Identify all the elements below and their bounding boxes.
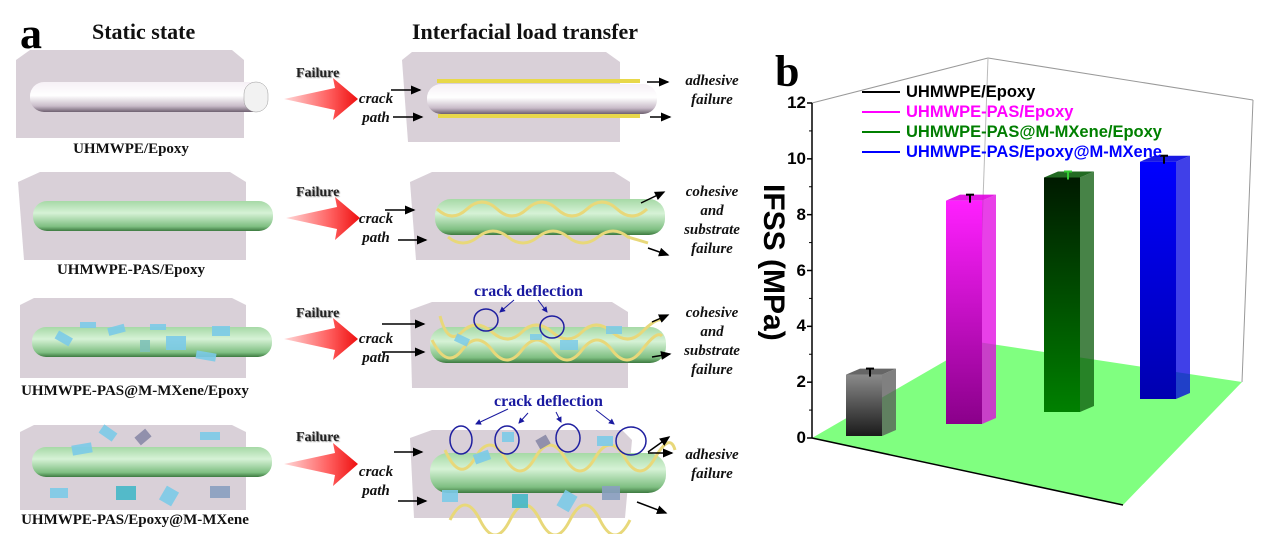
y-axis-label: IFSS (MPa) bbox=[757, 184, 790, 341]
row-1-caption: UHMWPE/Epoxy bbox=[73, 141, 189, 157]
y-tick-label: 4 bbox=[796, 316, 806, 336]
row-4-failure-arrow-icon bbox=[284, 443, 358, 486]
row-4-failure-label: Failure bbox=[296, 430, 340, 445]
bar-side-face bbox=[982, 194, 996, 424]
row-4-crack-deflection-label: crack deflection bbox=[494, 393, 603, 410]
legend-label: UHMWPE/Epoxy bbox=[906, 83, 1036, 101]
legend-label: UHMWPE-PAS/Epoxy@M-MXene bbox=[906, 143, 1162, 161]
row-3-caption: UHMWPE-PAS@M-MXene/Epoxy bbox=[21, 383, 249, 399]
legend-swatch bbox=[862, 111, 900, 113]
x-axis-front-edge bbox=[811, 437, 1124, 506]
y-tick-label: 2 bbox=[796, 372, 806, 392]
y-tick-label: 10 bbox=[787, 148, 806, 168]
bar-3 bbox=[1044, 170, 1094, 412]
legend-entry: UHMWPE-PAS/Epoxy bbox=[862, 102, 1162, 122]
row-2-failure-label: Failure bbox=[296, 185, 340, 200]
row-3-failure-label: Failure bbox=[296, 306, 340, 321]
legend-entry: UHMWPE-PAS/Epoxy@M-MXene bbox=[862, 142, 1162, 162]
row-3-crack-deflection-label: crack deflection bbox=[474, 283, 583, 300]
bar-front-face bbox=[1044, 177, 1080, 412]
mxene-sheets bbox=[54, 322, 230, 362]
legend-entry: UHMWPE/Epoxy bbox=[862, 82, 1162, 102]
row-3-static-illustration bbox=[20, 298, 272, 378]
row-4-static-illustration bbox=[20, 424, 272, 510]
legend-swatch bbox=[862, 91, 900, 93]
back-wall-top-right bbox=[987, 57, 1254, 101]
static-state-title: Static state bbox=[92, 19, 196, 44]
row-1-static-illustration bbox=[16, 50, 269, 138]
y-tick-label: 6 bbox=[796, 260, 806, 280]
bar-front-face bbox=[946, 200, 982, 424]
row-1-transfer-illustration bbox=[391, 52, 672, 142]
legend-swatch bbox=[862, 151, 900, 153]
bar-front-face bbox=[846, 374, 882, 436]
legend-label: UHMWPE-PAS/Epoxy bbox=[906, 103, 1074, 121]
legend-swatch bbox=[862, 131, 900, 133]
row-2-failure-arrow-icon bbox=[286, 197, 360, 240]
y-tick-label: 12 bbox=[787, 93, 806, 112]
y-tick-label: 0 bbox=[796, 428, 806, 447]
panel-b-letter: b bbox=[775, 47, 800, 96]
bar-1 bbox=[846, 367, 896, 436]
uhmwpe-fiber bbox=[30, 82, 268, 112]
row-1-failure-label: Failure bbox=[296, 66, 340, 81]
bar-side-face bbox=[882, 368, 896, 436]
row-2-static-illustration bbox=[18, 172, 273, 260]
row-4-caption: UHMWPE-PAS/Epoxy@M-MXene bbox=[21, 512, 249, 528]
panel-a-letter: a bbox=[20, 9, 42, 58]
row-3-failure-arrow-icon bbox=[284, 318, 358, 360]
bar-side-face bbox=[1080, 171, 1094, 412]
bar-2 bbox=[946, 193, 996, 424]
row-3-transfer-illustration bbox=[382, 299, 672, 388]
interfacial-load-transfer-title: Interfacial load transfer bbox=[412, 19, 639, 44]
back-wall-top-left bbox=[811, 57, 989, 104]
legend-entry: UHMWPE-PAS@M-MXene/Epoxy bbox=[862, 122, 1162, 142]
row-1-failure-arrow-icon bbox=[284, 78, 358, 120]
row-2-caption: UHMWPE-PAS/Epoxy bbox=[56, 262, 206, 278]
row-4-transfer-illustration bbox=[394, 408, 677, 534]
y-tick-label: 8 bbox=[796, 204, 806, 224]
bar-front-face bbox=[1140, 161, 1176, 399]
bar-side-face bbox=[1176, 155, 1190, 399]
chart-floor bbox=[812, 342, 1242, 505]
bar-4 bbox=[1140, 154, 1190, 399]
back-wall-right-edge bbox=[1241, 99, 1254, 383]
row-2-transfer-illustration bbox=[385, 172, 670, 260]
legend-label: UHMWPE-PAS@M-MXene/Epoxy bbox=[906, 123, 1162, 141]
